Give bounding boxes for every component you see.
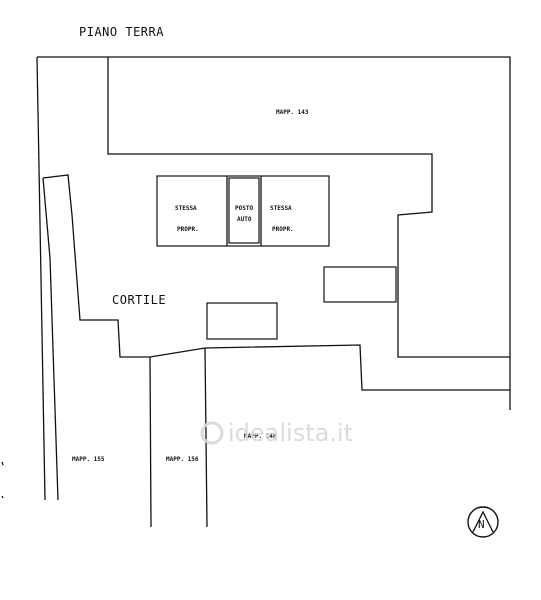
label-stessa-left: STESSA	[175, 205, 197, 212]
label-propr-right: PROPR.	[272, 226, 294, 233]
compass-letter: N	[478, 518, 485, 531]
north-arrow-icon: N	[467, 506, 499, 538]
label-stessa-right: STESSA	[270, 205, 292, 212]
building-block	[156, 175, 330, 247]
label-mapp-143: MAPP. 143	[276, 109, 309, 116]
edge-marks	[1, 461, 4, 499]
plan-title: PIANO TERRA	[79, 25, 164, 39]
label-propr-left: PROPR.	[177, 226, 199, 233]
label-mapp-156: MAPP. 156	[166, 456, 199, 463]
label-auto: AUTO	[237, 216, 252, 223]
label-mapp-148: MAPP. 148	[244, 433, 277, 440]
parcel-lines	[36, 56, 511, 528]
watermark: idealista.it	[200, 419, 353, 447]
watermark-text: idealista.it	[228, 419, 353, 447]
label-cortile: CORTILE	[112, 293, 166, 307]
small-structure-center	[206, 302, 278, 340]
small-structure-right	[323, 266, 397, 303]
label-posto: POSTO	[235, 205, 253, 212]
label-mapp-155: MAPP. 155	[72, 456, 105, 463]
